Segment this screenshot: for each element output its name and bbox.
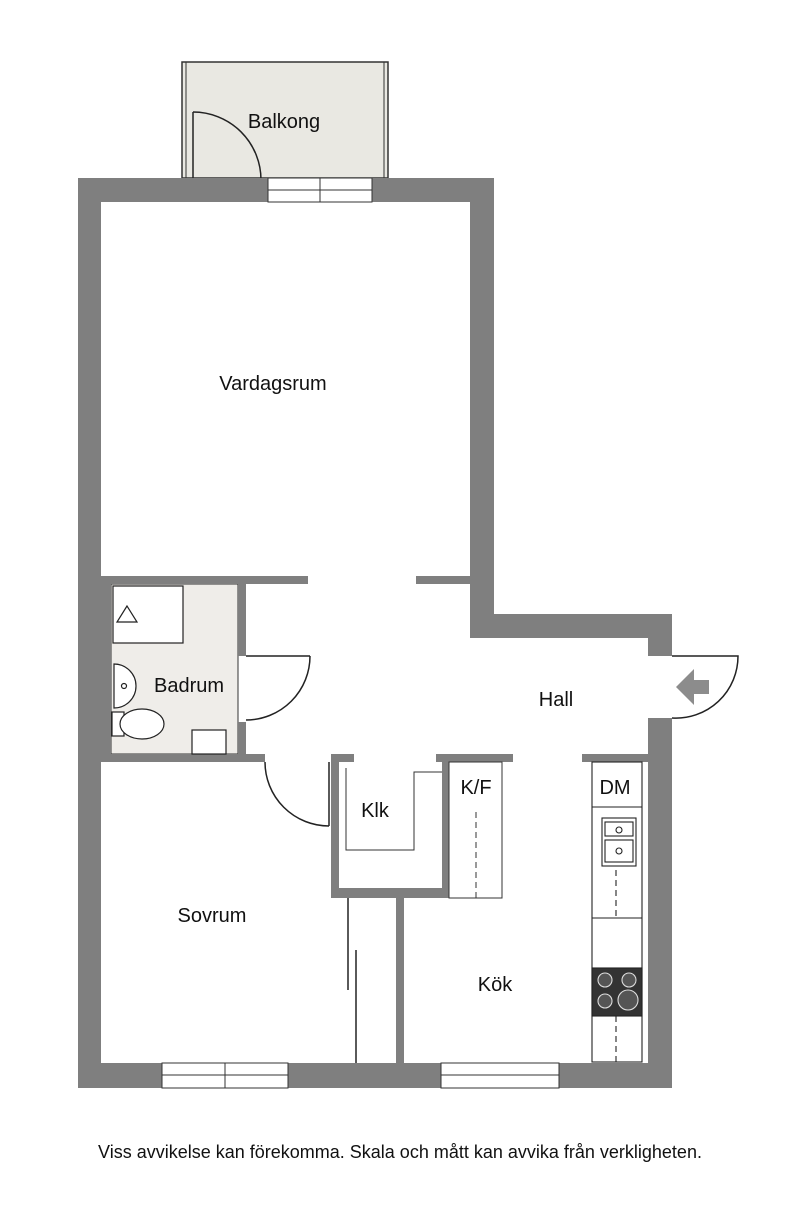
label-sovrum: Sovrum bbox=[178, 905, 247, 927]
label-badrum: Badrum bbox=[154, 675, 224, 697]
closet-details bbox=[345, 761, 503, 899]
door-swings bbox=[245, 655, 739, 1063]
windows bbox=[161, 177, 560, 1089]
label-kf: K/F bbox=[460, 777, 491, 799]
disclaimer: Viss avvikelse kan förekomma. Skala och … bbox=[98, 1142, 702, 1162]
label-vardagsrum: Vardagsrum bbox=[219, 373, 326, 395]
balcony bbox=[181, 61, 389, 181]
label-dm: DM bbox=[599, 777, 630, 799]
bathroom-fixtures bbox=[111, 585, 227, 755]
washer bbox=[191, 729, 227, 755]
label-klk: Klk bbox=[361, 800, 390, 822]
label-kok: Kök bbox=[478, 974, 513, 996]
entry-arrow-icon bbox=[676, 669, 709, 705]
shower bbox=[112, 585, 184, 644]
outer-walls bbox=[78, 178, 672, 1088]
kitchen-counter bbox=[591, 761, 643, 1063]
label-balkong: Balkong bbox=[248, 111, 320, 133]
interior-floor bbox=[101, 202, 648, 1063]
label-hall: Hall bbox=[539, 689, 573, 711]
shower-drain-icon bbox=[115, 604, 139, 623]
floor-plan: Balkong Vardagsrum Badrum Hall Klk K/F D… bbox=[78, 61, 739, 1089]
interior-walls bbox=[101, 576, 672, 1063]
toilet-bowl bbox=[119, 708, 165, 740]
